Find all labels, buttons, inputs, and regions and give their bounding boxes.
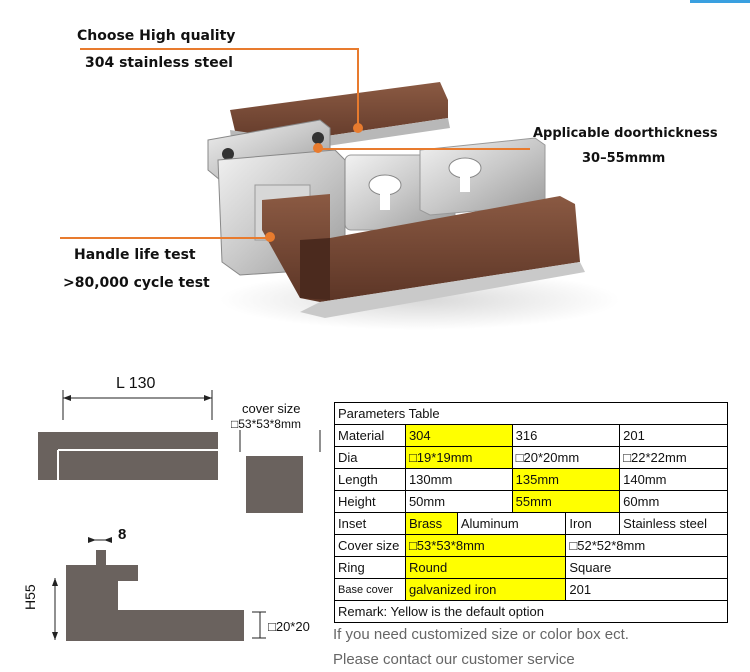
callout-material-detail: 304 stainless steel xyxy=(85,55,233,71)
table-cell: Stainless steel xyxy=(619,512,728,535)
width-dimension-label: 8 xyxy=(118,526,127,543)
table-remark: Remark: Yellow is the default option xyxy=(334,600,728,623)
product-photo xyxy=(207,82,620,330)
table-cell: 201 xyxy=(619,424,728,447)
table-row: Cover size □53*53*8mm □52*52*8mm xyxy=(334,534,728,557)
door-leader-dot xyxy=(313,143,323,153)
table-row: Base cover galvanized iron 201 xyxy=(334,578,728,601)
top-accent-bar xyxy=(690,0,750,3)
dimension-drawing xyxy=(38,390,321,641)
table-cell: □20*20mm xyxy=(511,446,621,469)
material-leader-vertical xyxy=(357,48,359,128)
row-label: Ring xyxy=(334,556,406,579)
row-label: Inset xyxy=(334,512,406,535)
table-row: Length 130mm 135mm 140mm xyxy=(334,468,728,491)
table-cell: 201 xyxy=(565,578,728,601)
row-label: Cover size xyxy=(334,534,406,557)
length-dimension-label: L 130 xyxy=(116,375,156,392)
callout-life-title: Handle life test xyxy=(74,247,196,263)
table-row: Height 50mm 55mm 60mm xyxy=(334,490,728,513)
table-title: Parameters Table xyxy=(334,402,728,425)
table-cell: Brass xyxy=(404,512,458,535)
cover-plate-drawing xyxy=(246,456,303,513)
callout-material-title: Choose High quality xyxy=(77,28,236,44)
custom-note-line1: If you need customized size or color box… xyxy=(333,626,629,643)
row-label: Material xyxy=(334,424,406,447)
table-cell: 135mm xyxy=(511,468,621,491)
life-leader-dot xyxy=(265,232,275,242)
callout-life-detail: >80,000 cycle test xyxy=(63,275,210,291)
row-label: Dia xyxy=(334,446,406,469)
table-cell: 140mm xyxy=(619,468,728,491)
section-size-label: □20*20 xyxy=(268,619,310,634)
table-cell: galvanized iron xyxy=(404,578,567,601)
table-remark-row: Remark: Yellow is the default option xyxy=(334,600,728,623)
table-cell: 50mm xyxy=(404,490,513,513)
handle-top-view xyxy=(38,432,218,480)
table-title-row: Parameters Table xyxy=(334,402,728,425)
life-leader xyxy=(60,237,270,239)
table-cell: 316 xyxy=(511,424,621,447)
material-leader-horizontal xyxy=(80,48,358,50)
table-row: Dia □19*19mm □20*20mm □22*22mm xyxy=(334,446,728,469)
cover-size-value: □53*53*8mm xyxy=(231,417,301,431)
handle-side-view xyxy=(66,610,244,641)
table-cell: 304 xyxy=(404,424,513,447)
table-cell: Round xyxy=(404,556,567,579)
material-leader-dot xyxy=(353,123,363,133)
table-cell: □53*53*8mm xyxy=(404,534,567,557)
callout-door-title: Applicable doorthickness xyxy=(533,126,718,141)
row-label: Height xyxy=(334,490,406,513)
table-cell: □19*19mm xyxy=(404,446,513,469)
row-label: Base cover xyxy=(334,578,406,601)
table-cell: □22*22mm xyxy=(619,446,728,469)
table-cell: Square xyxy=(565,556,728,579)
parameters-table: Parameters Table Material 304 316 201 Di… xyxy=(334,402,728,623)
table-cell: Iron xyxy=(565,512,621,535)
table-row: Inset Brass Aluminum Iron Stainless stee… xyxy=(334,512,728,535)
table-cell: 60mm xyxy=(619,490,728,513)
row-label: Length xyxy=(334,468,406,491)
table-cell: 130mm xyxy=(404,468,513,491)
door-leader xyxy=(318,148,530,150)
custom-note-line2: Please contact our customer service xyxy=(333,651,575,668)
height-dimension-label: H55 xyxy=(22,584,38,610)
table-cell: Aluminum xyxy=(456,512,567,535)
cover-size-title: cover size xyxy=(242,401,301,416)
table-row: Material 304 316 201 xyxy=(334,424,728,447)
table-row: Ring Round Square xyxy=(334,556,728,579)
callout-door-detail: 30–55mmm xyxy=(582,151,666,166)
table-cell: □52*52*8mm xyxy=(565,534,728,557)
table-cell: 55mm xyxy=(511,490,621,513)
